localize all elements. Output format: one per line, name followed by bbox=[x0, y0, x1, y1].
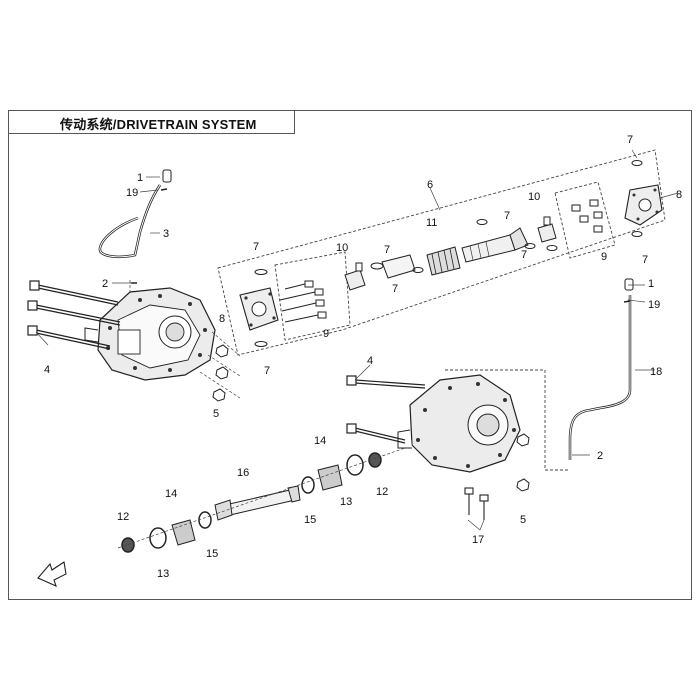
shaft-axis-line bbox=[117, 447, 406, 549]
rear-nuts bbox=[516, 433, 530, 492]
callout-9: 9 bbox=[601, 251, 607, 263]
diagram-frame bbox=[8, 110, 692, 600]
callout-19: 19 bbox=[126, 187, 138, 199]
callout-17: 17 bbox=[472, 534, 484, 546]
title-box bbox=[8, 110, 295, 134]
callout-7: 7 bbox=[264, 365, 270, 377]
callout-7: 7 bbox=[253, 241, 259, 253]
callout-13: 13 bbox=[340, 496, 352, 508]
callout-7: 7 bbox=[504, 210, 510, 222]
callout-18: 18 bbox=[650, 366, 662, 378]
callout-7: 7 bbox=[384, 244, 390, 256]
rear-hose-route bbox=[445, 369, 570, 471]
shaft-seal-rings bbox=[121, 452, 382, 553]
breather-cap-icon bbox=[624, 278, 634, 291]
callout-1: 1 bbox=[648, 278, 654, 290]
front-direction-arrow-icon bbox=[37, 561, 67, 588]
half-shaft bbox=[214, 485, 301, 521]
callout-2: 2 bbox=[102, 278, 108, 290]
callout-7: 7 bbox=[521, 249, 527, 261]
drive-shaft-tube bbox=[461, 219, 536, 263]
callout-14: 14 bbox=[165, 488, 177, 500]
clip-icon bbox=[160, 188, 168, 191]
shaft-boot-11 bbox=[426, 246, 461, 276]
breather-hose-rear bbox=[568, 278, 634, 460]
callout-4: 4 bbox=[44, 364, 50, 376]
front-differential bbox=[84, 287, 216, 381]
shaft-boots bbox=[171, 464, 343, 546]
callout-5: 5 bbox=[213, 408, 219, 420]
flange-bolts-right bbox=[571, 199, 603, 233]
page-title: 传动系统/DRIVETRAIN SYSTEM bbox=[60, 117, 257, 132]
callout-15: 15 bbox=[206, 548, 218, 560]
u-joint-left bbox=[344, 254, 424, 291]
rear-differential bbox=[397, 374, 521, 473]
callout-7: 7 bbox=[392, 283, 398, 295]
callout-4: 4 bbox=[367, 355, 373, 367]
clip-icon bbox=[623, 300, 631, 303]
callout-12: 12 bbox=[376, 486, 388, 498]
flange-bolts-left bbox=[279, 280, 327, 323]
u-joint-right bbox=[537, 216, 558, 251]
flange-bolt-group-left bbox=[274, 251, 351, 341]
callout-5: 5 bbox=[520, 514, 526, 526]
callout-10: 10 bbox=[528, 191, 540, 203]
front-mounting-bolts bbox=[27, 280, 121, 350]
callout-16: 16 bbox=[237, 467, 249, 479]
callout-7: 7 bbox=[642, 254, 648, 266]
callout-6: 6 bbox=[427, 179, 433, 191]
callout-8: 8 bbox=[676, 189, 682, 201]
callout-labels: 1 19 3 2 4 6 7 7 7 7 7 7 7 7 8 8 9 9 10 … bbox=[44, 134, 682, 580]
callout-7: 7 bbox=[627, 134, 633, 146]
callout-11: 11 bbox=[426, 217, 437, 229]
callout-14: 14 bbox=[314, 435, 326, 447]
callout-3: 3 bbox=[163, 228, 169, 240]
shaft-group-outline bbox=[217, 149, 666, 471]
front-leader-lines bbox=[129, 280, 241, 399]
callout-10: 10 bbox=[336, 242, 348, 254]
breather-hose-front bbox=[98, 169, 172, 284]
callout-19: 19 bbox=[648, 299, 660, 311]
callout-13: 13 bbox=[157, 568, 169, 580]
rear-mounting-bolts bbox=[346, 375, 426, 444]
callout-9: 9 bbox=[323, 328, 329, 340]
flange-right bbox=[624, 160, 663, 237]
callout-12: 12 bbox=[117, 511, 129, 523]
callout-2: 2 bbox=[597, 450, 603, 462]
front-nuts bbox=[212, 344, 229, 402]
rear-bottom-bolts bbox=[464, 487, 489, 520]
callout-8: 8 bbox=[219, 313, 225, 325]
callout-1: 1 bbox=[137, 172, 143, 184]
breather-cap-icon bbox=[162, 169, 172, 183]
callout-15: 15 bbox=[304, 514, 316, 526]
flange-left bbox=[239, 269, 279, 347]
callout-leaders bbox=[35, 149, 679, 531]
